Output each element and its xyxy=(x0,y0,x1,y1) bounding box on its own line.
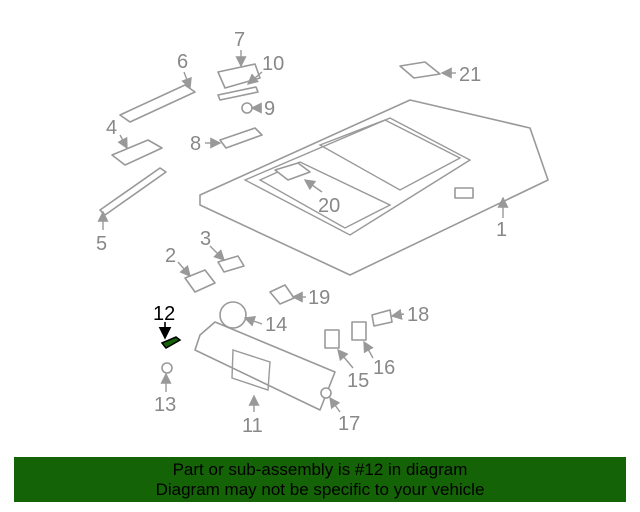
holder-part-14[interactable] xyxy=(219,301,247,329)
callout-6: 6 xyxy=(177,51,188,73)
part-info-banner: Part or sub-assembly is #12 in diagram D… xyxy=(14,457,626,502)
callout-4: 4 xyxy=(106,117,117,139)
parts-diagram: 1 2 3 4 5 6 7 8 9 10 11 12 13 14 15 16 1… xyxy=(96,29,549,437)
callout-3: 3 xyxy=(200,228,211,250)
callout-1: 1 xyxy=(496,219,507,241)
callout-19: 19 xyxy=(308,287,330,309)
trim-part-6[interactable] xyxy=(119,84,196,123)
callout-13: 13 xyxy=(154,394,176,416)
holder-part-2[interactable] xyxy=(184,269,216,293)
bracket-part-18[interactable] xyxy=(371,309,393,327)
callout-7: 7 xyxy=(234,29,245,51)
leader-lines xyxy=(97,50,509,413)
screw-part-17[interactable] xyxy=(320,387,332,399)
trim-part-10[interactable] xyxy=(217,86,259,101)
callout-10: 10 xyxy=(262,53,284,75)
sunroof-trim-part-20[interactable] xyxy=(274,162,311,181)
holder-part-3[interactable] xyxy=(217,255,245,273)
callout-8: 8 xyxy=(190,133,201,155)
callout-12[interactable]: 12 xyxy=(153,303,175,325)
clip-part-9[interactable] xyxy=(241,102,253,114)
trim-part-5[interactable] xyxy=(99,167,167,216)
grip-handle-part-8[interactable] xyxy=(219,127,263,149)
callout-21: 21 xyxy=(459,64,481,86)
callout-17: 17 xyxy=(338,413,360,435)
callout-2: 2 xyxy=(165,245,176,267)
banner-line-1: Part or sub-assembly is #12 in diagram xyxy=(172,460,468,479)
holder-part-16[interactable] xyxy=(351,321,367,341)
screw-part-12[interactable] xyxy=(160,336,182,349)
headliner-part-1[interactable] xyxy=(199,99,549,276)
callout-11: 11 xyxy=(242,415,263,437)
callout-20: 20 xyxy=(318,195,340,217)
cover-part-21[interactable] xyxy=(399,61,441,79)
callout-9: 9 xyxy=(264,98,275,120)
callout-14: 14 xyxy=(265,314,287,336)
callout-16: 16 xyxy=(373,357,395,379)
holder-part-15[interactable] xyxy=(324,329,340,349)
bracket-part-7[interactable] xyxy=(217,63,261,89)
callout-18: 18 xyxy=(407,304,429,326)
hook-part-19[interactable] xyxy=(269,284,295,305)
callout-15: 15 xyxy=(347,370,369,392)
screw-part-13[interactable] xyxy=(161,362,173,374)
lamp-part-4[interactable] xyxy=(111,139,163,166)
callout-5: 5 xyxy=(96,233,107,255)
banner-line-2: Diagram may not be specific to your vehi… xyxy=(155,480,485,499)
